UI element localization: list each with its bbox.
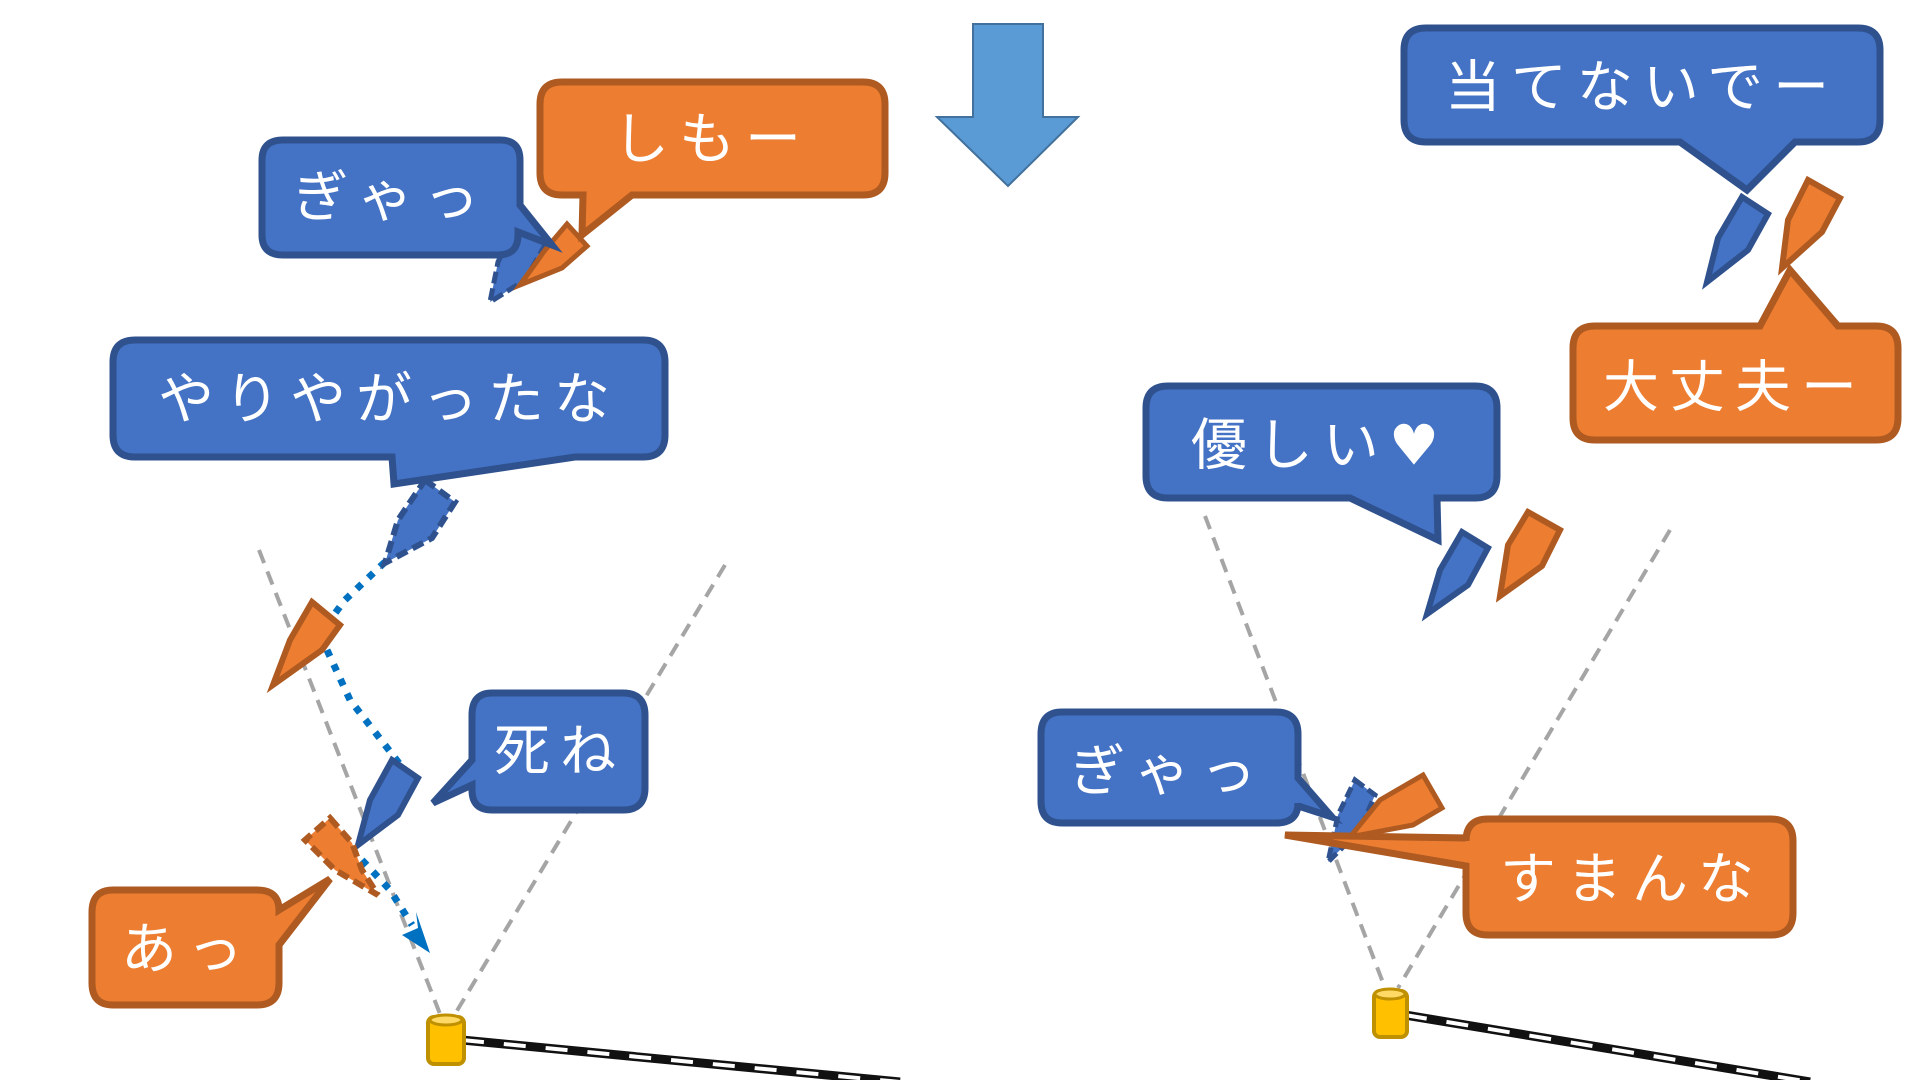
speech-bubble-shine: 死ね (430, 689, 649, 814)
speech-bubble-gya-left: ぎゃっ (258, 136, 563, 259)
speech-bubble-atenaide: 当てないでー (1400, 24, 1884, 195)
bubble-text: 当てないでー (1445, 56, 1839, 121)
orange-piece-dashed (300, 813, 381, 898)
blue-piece-dashed (486, 218, 549, 308)
guide-line-right (1396, 528, 1672, 990)
speech-bubble-yariyagattana: やりやがったな (109, 336, 669, 489)
bubble-text: ぎゃっ (293, 166, 490, 231)
speech-bubble-shimo: しもー (536, 78, 889, 243)
post-cylinder-left (426, 1013, 466, 1066)
blue-piece-3 (352, 755, 422, 853)
bubble-text: 優しい♥ (1191, 414, 1449, 479)
bubble-text: 死ね (494, 720, 626, 785)
speech-bubble-a: あっ (88, 876, 333, 1009)
orange-piece-2 (266, 597, 345, 694)
speech-bubble-daijoubu: 大丈夫ー (1569, 263, 1902, 444)
bubble-text: ぎゃっ (1070, 740, 1267, 805)
post-cylinder-right (1372, 987, 1409, 1039)
orange-piece-2 (1495, 507, 1564, 603)
bubble-text: しもー (613, 108, 811, 173)
right-scene: 当てないでー 大丈夫ー 優しい♥ ぎゃっ すまんな (1037, 24, 1902, 1080)
down-arrow-icon (934, 23, 1081, 188)
blue-piece-dashed-2 (380, 475, 460, 570)
guide-line-left (1203, 515, 1387, 989)
blue-piece (1701, 192, 1772, 290)
boundary-tape (1404, 1010, 1811, 1080)
bubble-text: 大丈夫ー (1603, 356, 1867, 421)
orange-piece (1778, 175, 1845, 276)
orange-piece-3 (1343, 771, 1446, 841)
left-scene: ぎゃっ しもー やりやがったな 死ね あっ (88, 78, 901, 1080)
speech-bubble-gya-right: ぎゃっ (1037, 708, 1343, 827)
bubble-text: やりやがったな (158, 368, 620, 433)
speech-bubble-yasashii: 優しい♥ (1142, 382, 1501, 546)
bubble-text: すまんな (1500, 848, 1764, 913)
bubble-text: あっ (121, 918, 253, 983)
trajectory-arrowhead (402, 912, 430, 953)
speech-bubble-sumanna: すまんな (1284, 815, 1797, 939)
blue-piece-2 (1421, 527, 1492, 622)
boundary-tape (461, 1035, 901, 1080)
